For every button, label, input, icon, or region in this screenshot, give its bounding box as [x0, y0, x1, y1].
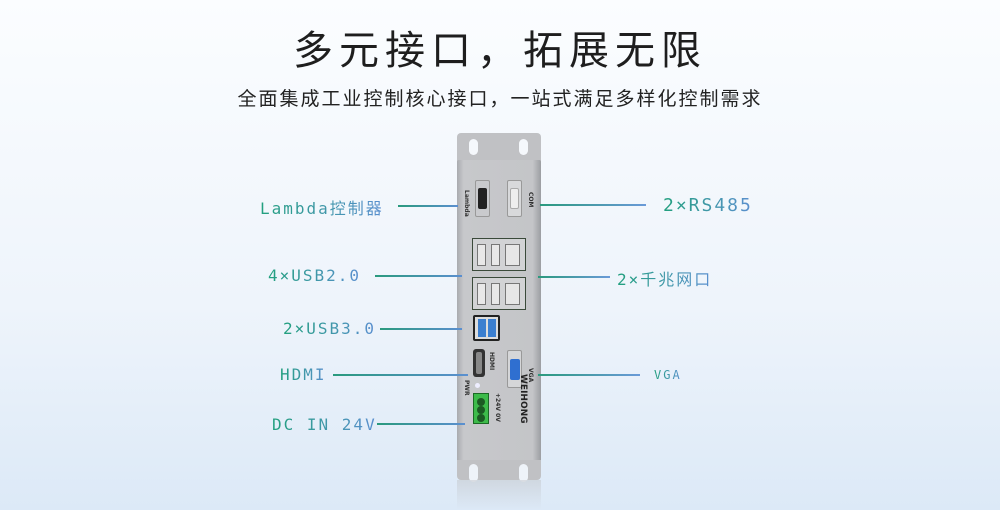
pwr-label: PWR — [463, 380, 470, 396]
lambda-port-label: Lambda — [463, 190, 470, 217]
hdmi-socket — [476, 352, 482, 374]
callout-line-vga — [538, 374, 640, 376]
callout-line-usb3 — [380, 328, 462, 330]
bottom-mounting-ear — [457, 460, 541, 482]
mounting-hole — [469, 139, 478, 155]
usb2-port — [491, 283, 500, 305]
power-terminal-label: +24V 0V — [494, 393, 501, 422]
mounting-hole — [519, 139, 528, 155]
callout-dc-in: DC IN 24V — [272, 415, 377, 434]
vga-port-label: VGA — [527, 368, 534, 383]
usb2-port — [477, 244, 486, 266]
usb2-port — [477, 283, 486, 305]
com-db9-connector — [510, 188, 519, 209]
lambda-db9-connector — [478, 188, 487, 209]
hdmi-port-label: HDMI — [488, 352, 495, 371]
lambda-port-frame — [475, 180, 490, 217]
terminal-screw — [477, 406, 485, 414]
hdmi-port — [473, 349, 485, 377]
page-subtitle: 全面集成工业控制核心接口，一站式满足多样化控制需求 — [237, 88, 763, 110]
com-port — [507, 180, 522, 217]
callout-line-hdmi — [333, 374, 468, 376]
mounting-slot — [469, 464, 478, 482]
dc-power-terminal — [473, 393, 489, 424]
callout-line-ethernet — [538, 276, 610, 278]
usb2-port — [491, 244, 500, 266]
callout-line-lambda — [398, 205, 458, 207]
page-title: 多元接口，拓展无限 — [293, 28, 707, 74]
callout-rs485: 2×RS485 — [663, 195, 753, 216]
callout-lambda: Lambda控制器 — [260, 195, 384, 219]
callout-usb2: 4×USB2.0 — [268, 266, 362, 285]
usb-ethernet-block-2 — [472, 277, 526, 310]
terminal-screw — [477, 398, 485, 406]
terminal-screw — [477, 414, 485, 422]
ethernet-port — [505, 283, 520, 305]
usb-ethernet-block-1 — [472, 238, 526, 271]
top-mounting-ear — [457, 133, 541, 163]
mounting-slot — [519, 464, 528, 482]
callout-hdmi: HDMI — [280, 365, 327, 384]
callout-line-rs485 — [540, 204, 646, 206]
com-port-label: COM — [527, 192, 534, 208]
callout-ethernet: 2×千兆网口 — [617, 266, 712, 290]
usb3-block — [473, 315, 500, 341]
ethernet-port — [505, 244, 520, 266]
callout-vga: VGA — [654, 368, 682, 382]
callout-line-dc-in — [377, 423, 465, 425]
usb3-port — [488, 319, 496, 337]
vga-connector — [510, 359, 520, 380]
front-panel — [457, 160, 541, 465]
reflection — [457, 480, 541, 510]
callout-usb3: 2×USB3.0 — [283, 319, 377, 338]
usb3-port — [478, 319, 486, 337]
power-led — [475, 383, 480, 388]
vga-port-frame — [507, 350, 522, 388]
brand-logo: WEIHONG — [518, 374, 528, 424]
callout-line-usb2 — [375, 275, 462, 277]
